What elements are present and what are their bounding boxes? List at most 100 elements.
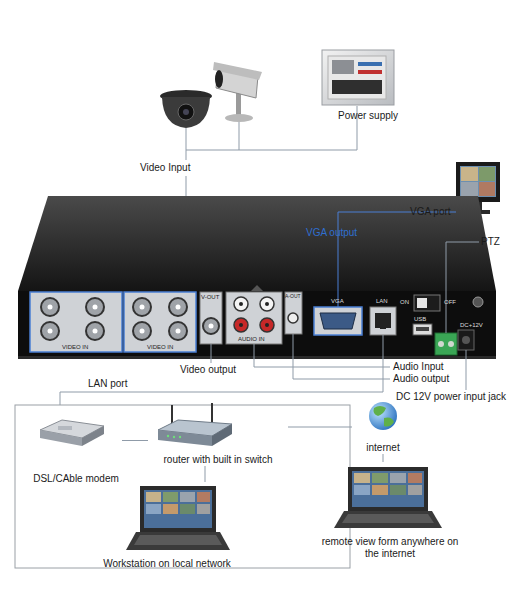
bnc-connector xyxy=(93,305,98,310)
panel-marking: A-OUT xyxy=(285,294,301,300)
leader-line xyxy=(60,335,383,405)
camera-bracket xyxy=(225,114,253,122)
rca-jack xyxy=(239,323,243,327)
monitor-screen xyxy=(479,182,495,196)
leader-label: Video output xyxy=(180,364,236,376)
laptop-screen xyxy=(408,485,422,495)
panel-marking: OFF xyxy=(444,299,456,306)
bnc-connector xyxy=(169,298,187,316)
supply-module xyxy=(332,60,354,74)
bnc-connector xyxy=(86,322,104,340)
device-label: VGA port xyxy=(410,206,504,218)
leader-line xyxy=(211,344,212,363)
device-node: DSL/CAble modem xyxy=(30,415,122,485)
network-frame xyxy=(15,405,350,568)
bnc-connector xyxy=(176,305,181,310)
router-front xyxy=(158,430,212,446)
leader-line xyxy=(338,212,456,307)
modem-logo xyxy=(58,426,72,430)
leader-label: Audio Input xyxy=(393,361,444,373)
rca-jack xyxy=(234,297,248,311)
laptop-screen xyxy=(354,485,370,495)
device-node: VGA port xyxy=(410,158,504,218)
a-out-panel xyxy=(285,292,302,334)
supply-cabinet xyxy=(322,50,394,105)
router-led xyxy=(173,436,175,438)
leader-line xyxy=(186,150,187,160)
rj45-port xyxy=(380,326,386,329)
leader-label: Audio output xyxy=(393,373,449,385)
device-label: Workstation on local network xyxy=(72,558,262,570)
ptz-terminal xyxy=(435,333,457,355)
camera-lens xyxy=(183,109,189,115)
panel-marking: ON xyxy=(400,299,409,306)
device-label: DSL/CAble modem xyxy=(30,473,122,485)
device-node: Power supply xyxy=(318,46,418,122)
power-switch xyxy=(414,295,440,311)
vga-connector xyxy=(320,313,356,329)
rca-jack xyxy=(260,318,274,332)
bnc-connector xyxy=(169,322,187,340)
panel-marking: VIDEO IN xyxy=(147,344,173,351)
video-in-panel xyxy=(124,292,196,352)
leader-line xyxy=(466,350,467,390)
power-switch xyxy=(417,298,427,308)
vga-panel xyxy=(314,307,362,335)
bnc-connector xyxy=(48,329,53,334)
rca-jack xyxy=(265,323,269,327)
monitor-screen xyxy=(461,167,478,181)
laptop-screen xyxy=(180,492,195,502)
connector-line xyxy=(122,440,148,441)
laptop-screen xyxy=(146,492,161,502)
supply-inside xyxy=(328,56,386,99)
bnc-connector xyxy=(86,298,104,316)
leader-label: Video Input xyxy=(140,162,190,174)
ptz-terminal xyxy=(438,341,444,347)
dvr-notch xyxy=(251,285,263,291)
laptop-screen xyxy=(372,485,388,495)
usb-port xyxy=(416,327,429,331)
monitor-screen xyxy=(460,166,496,197)
panel-marking: VGA xyxy=(331,298,344,305)
dome-camera xyxy=(160,90,212,128)
workstation-laptop xyxy=(126,486,230,550)
bnc-connector xyxy=(41,298,187,340)
laptop-lid xyxy=(348,467,428,511)
device-node: Workstation on local network xyxy=(72,482,262,570)
device-node: internet xyxy=(352,398,414,454)
leader-label: PTZ xyxy=(481,236,500,248)
rca-jack xyxy=(239,302,243,306)
dc-jack xyxy=(462,336,470,344)
panel-marking: LAN xyxy=(376,298,388,305)
bnc-connector xyxy=(133,298,151,316)
power-supply-box xyxy=(322,50,394,105)
laptop-screen xyxy=(372,473,388,483)
ground-screw xyxy=(473,297,483,307)
router-antenna xyxy=(171,405,173,424)
ptz-terminal xyxy=(448,341,454,347)
laptop-screen xyxy=(197,504,210,514)
rca-jack xyxy=(234,318,248,332)
camera-lens xyxy=(215,70,223,88)
router-antenna xyxy=(211,403,213,424)
router-side xyxy=(212,424,232,446)
laptop-base xyxy=(334,511,442,528)
modem-side xyxy=(40,430,82,446)
laptop-screen xyxy=(146,504,161,514)
device-label: remote view form anywhere on the interne… xyxy=(315,536,465,560)
connector-line xyxy=(205,466,206,482)
bnc-connector xyxy=(41,322,59,340)
panel-marking: DC+12V xyxy=(460,322,483,329)
audio-panel xyxy=(226,292,282,344)
rca-jack xyxy=(265,302,269,306)
rca-jack xyxy=(260,297,274,311)
supply-terminal xyxy=(358,62,382,66)
laptop-screen xyxy=(163,504,178,514)
leader-line xyxy=(293,334,390,379)
bnc-connector xyxy=(209,324,214,329)
camera-dome xyxy=(162,97,210,128)
leader-label: VGA output xyxy=(306,227,357,239)
device-label: internet xyxy=(352,442,414,454)
device-node: remote view form anywhere on the interne… xyxy=(315,462,465,560)
